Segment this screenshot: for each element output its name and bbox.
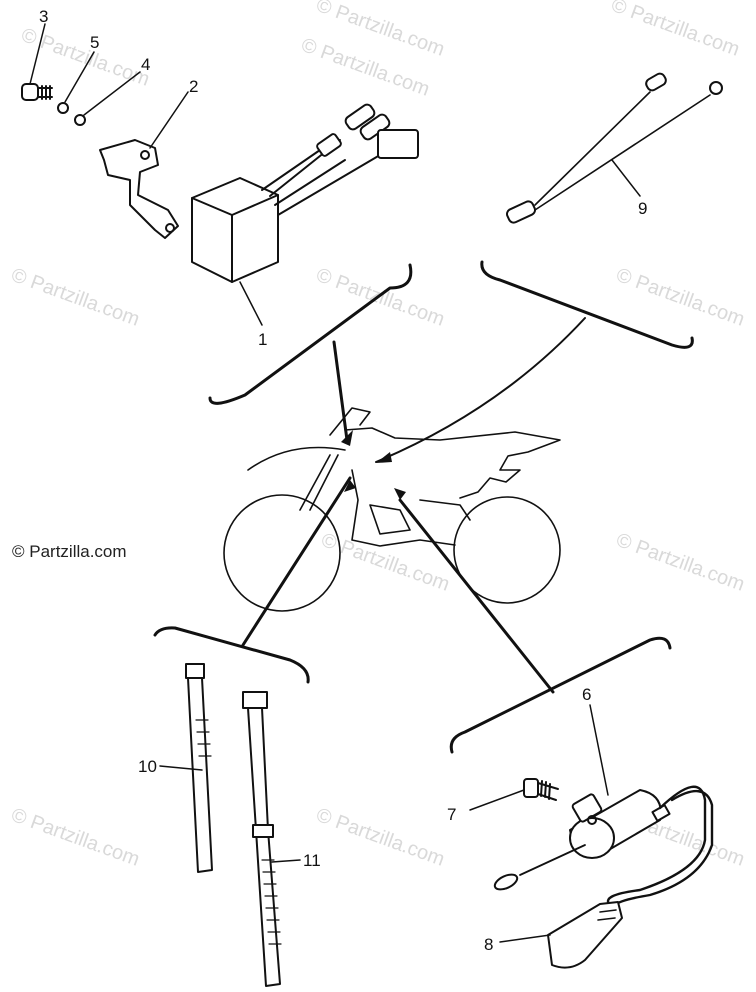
watermark: © Partzilla.com — [613, 529, 747, 596]
callout-11: 11 — [303, 851, 321, 870]
engine-block — [369, 504, 411, 535]
arrow-head — [394, 488, 406, 500]
arrow-head — [376, 452, 392, 463]
tank-seat-tail — [344, 427, 561, 499]
callout-3: 3 — [39, 7, 48, 26]
arrow-head — [344, 480, 356, 492]
callout-8: 8 — [484, 935, 493, 954]
swing-arm — [419, 499, 471, 521]
frame-engine — [351, 469, 456, 547]
group-bracket-top-left — [208, 263, 413, 405]
watermark: © Partzilla.com — [8, 804, 142, 871]
washer-part-5 — [57, 102, 69, 114]
handlebar — [329, 407, 371, 436]
cdi-unit-part-1 — [191, 103, 419, 283]
leader-line-wire-lead — [375, 317, 586, 463]
group-bracket-bottom-left — [153, 626, 310, 684]
leader-line-cdi — [332, 340, 349, 442]
leader-line-bands — [241, 476, 352, 647]
bracket-hole — [140, 150, 150, 160]
callout-10: 10 — [138, 757, 157, 776]
callout-1: 1 — [258, 330, 267, 349]
bolt-part-7 — [523, 778, 559, 801]
callout-2: 2 — [189, 77, 198, 96]
arrow-head — [341, 430, 353, 446]
plug-cap-part-8 — [547, 901, 623, 969]
leader-line-ignition-coil — [398, 498, 555, 694]
front-fender — [247, 446, 346, 471]
ignition-coil-part-6 — [493, 785, 714, 907]
group-bracket-top-right — [480, 260, 694, 349]
credit-watermark: © Partzilla.com — [12, 542, 127, 561]
wire-lead-part-9 — [505, 72, 723, 224]
band-part-11 — [242, 691, 282, 987]
callout-leaders — [29, 23, 641, 943]
watermark: © Partzilla.com — [8, 264, 142, 331]
bracket-hole — [165, 223, 175, 233]
washer-part-4 — [74, 114, 86, 126]
watermark: © Partzilla.com — [608, 0, 742, 61]
callout-9: 9 — [638, 199, 647, 218]
front-wheel — [223, 494, 341, 612]
motorcycle-outline — [223, 407, 561, 612]
plug-cap-ribs — [597, 909, 617, 921]
bracket-part-2 — [99, 139, 179, 239]
front-fork — [299, 454, 331, 511]
callout-labels: 3 5 4 2 1 9 6 7 8 10 11 — [39, 7, 647, 954]
callout-5: 5 — [90, 33, 99, 52]
front-fork — [309, 454, 339, 511]
band-part-10 — [185, 663, 213, 873]
watermark: © Partzilla.com — [613, 264, 747, 331]
rear-wheel — [453, 496, 561, 604]
watermark: © Partzilla.com — [313, 264, 447, 331]
bolt-part-3 — [21, 83, 53, 101]
watermark: © Partzilla.com — [313, 804, 447, 871]
callout-4: 4 — [141, 55, 150, 74]
callout-6: 6 — [582, 685, 591, 704]
group-bracket-bottom-right — [449, 636, 672, 754]
watermark: © Partzilla.com — [18, 24, 152, 91]
callout-7: 7 — [447, 805, 456, 824]
